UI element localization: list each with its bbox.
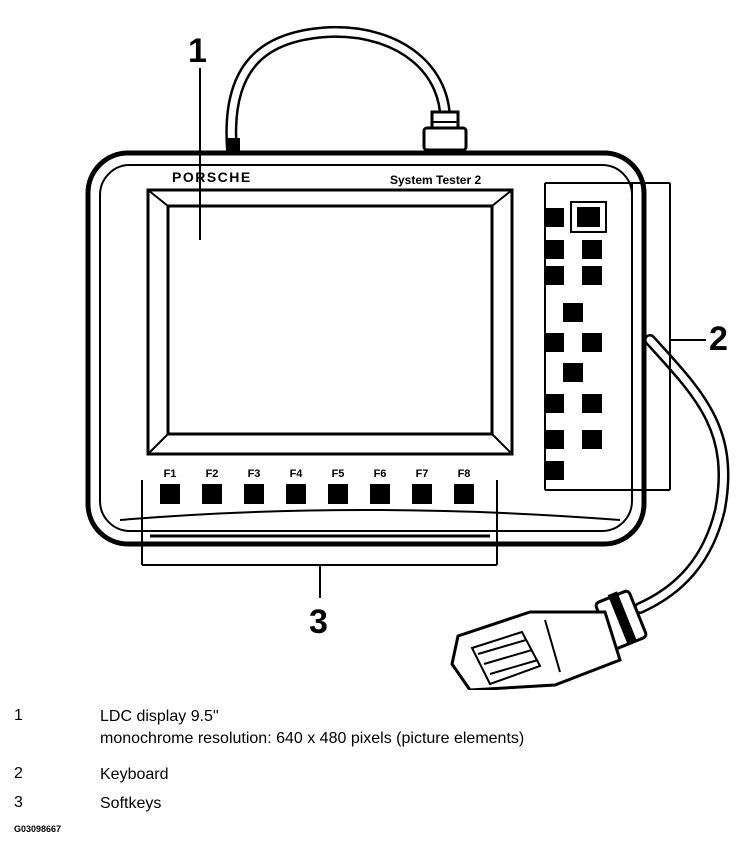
key[interactable] [582,430,602,449]
system-tester-diagram: PORSCHE System Tester 2 F1 F2 F3 F4 F5 F6 F7 F8 [85,25,730,690]
key[interactable] [582,394,602,413]
softkey-label: F8 [458,468,471,480]
callout-1: 1 [188,32,207,70]
softkey-button[interactable] [244,484,264,504]
callout-3: 3 [309,603,328,641]
callout-leaders [141,68,706,598]
softkey-label: F6 [374,468,387,480]
softkey-label: F3 [248,468,261,480]
key[interactable] [582,266,602,285]
legend-text-detail: monochrome resolution: 640 x 480 pixels … [100,730,525,747]
softkey-button[interactable] [328,484,348,504]
key[interactable] [544,266,564,285]
legend-text: Softkeys [100,795,162,812]
key[interactable] [544,208,564,227]
key[interactable] [544,430,564,449]
legend-number: 3 [14,794,23,811]
softkey-button[interactable] [202,484,222,504]
key-down[interactable] [563,363,583,382]
obd-connector [450,589,648,690]
softkey-label: F1 [164,468,177,480]
softkey-button[interactable] [160,484,180,504]
softkey-button[interactable] [454,484,474,504]
model-label: System Tester 2 [390,173,481,187]
key[interactable] [544,240,564,259]
softkey-button[interactable] [370,484,390,504]
key-up[interactable] [563,303,583,322]
key[interactable] [544,394,564,413]
softkey-label: F2 [206,468,219,480]
softkey-label: F5 [332,468,345,480]
legend-number: 1 [14,707,23,724]
key[interactable] [582,240,602,259]
softkey-button[interactable] [412,484,432,504]
key[interactable] [544,461,564,480]
keyboard [544,183,633,490]
legend-number: 2 [14,765,23,782]
callout-2: 2 [709,320,728,358]
figure-id: G03098667 [14,824,62,834]
softkey-label: F4 [290,468,304,480]
legend-text: Keyboard [100,766,169,783]
softkey-button[interactable] [286,484,306,504]
legend-text: LDC display 9.5" [100,708,219,725]
lcd-display [146,188,514,456]
key-left[interactable] [544,333,564,352]
softkey-row: F1 F2 F3 F4 F5 F6 F7 F8 [160,468,474,504]
key-right[interactable] [582,333,602,352]
brand-label: PORSCHE [172,169,252,185]
softkey-label: F7 [416,468,429,480]
top-connector [422,110,468,152]
